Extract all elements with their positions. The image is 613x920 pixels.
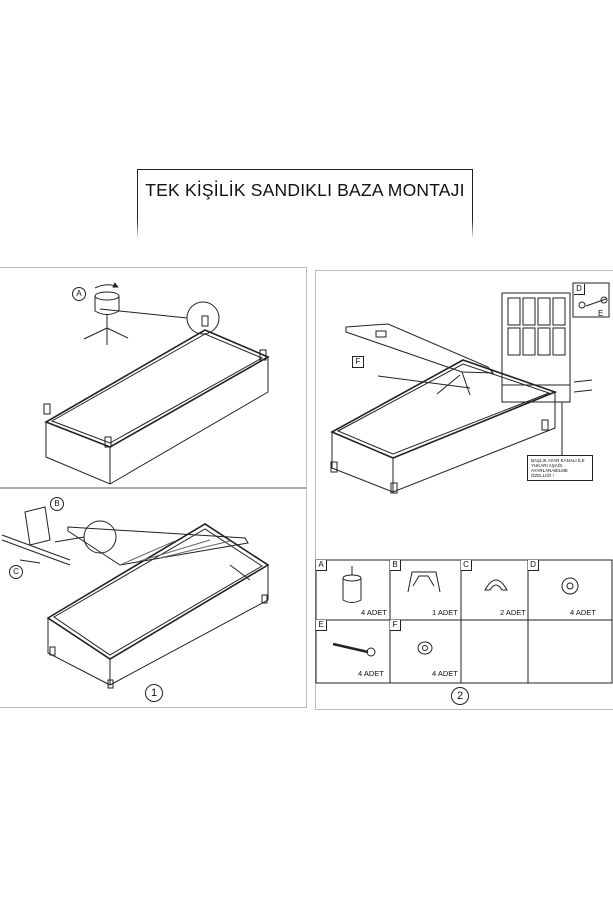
part-b-qty: 1 ADET [432,608,458,617]
label-e: E [598,309,604,318]
part-f-letter: F [390,620,401,631]
fastener-box [572,282,610,318]
part-b-letter: B [390,560,401,571]
step-1-panel [0,267,307,708]
part-a-qty: 4 ADET [361,608,387,617]
label-f: F [352,356,364,368]
part-f-qty: 4 ADET [432,669,458,678]
callout-a: A [72,287,86,301]
part-c-qty: 2 ADET [500,608,526,617]
callout-b: B [50,497,64,511]
part-a-letter: A [316,560,327,571]
height-adjust-note: BAŞLIK AYAR KANALI İLE YUKARI AŞAĞI AYAR… [527,455,593,481]
part-e-qty: 4 ADET [358,669,384,678]
part-e-letter: E [316,620,327,631]
part-e-icon [332,642,376,657]
step-number-2: 2 [451,687,469,705]
part-d-qty: 4 ADET [570,608,596,617]
foot-part-a-drawing [83,282,129,345]
step-number-1: 1 [145,684,163,702]
label-d: D [574,284,585,295]
base-box-drawing-lifted [1,506,270,689]
part-d-icon [561,577,579,595]
part-c-icon [484,579,508,591]
part-f-icon [417,641,433,655]
part-b-icon [407,571,441,593]
part-a-icon [342,566,362,603]
title-frame-fade [137,220,473,240]
step-2-panel [315,270,613,710]
base-box-drawing-top [43,301,270,485]
page-title: TEK KİŞİLİK SANDIKLI BAZA MONTAJI [145,180,465,200]
headboard-assembly-drawing [330,292,593,494]
title-frame [137,169,473,237]
part-d-letter: D [528,560,539,571]
callout-c: C [9,565,23,579]
part-c-letter: C [461,560,472,571]
